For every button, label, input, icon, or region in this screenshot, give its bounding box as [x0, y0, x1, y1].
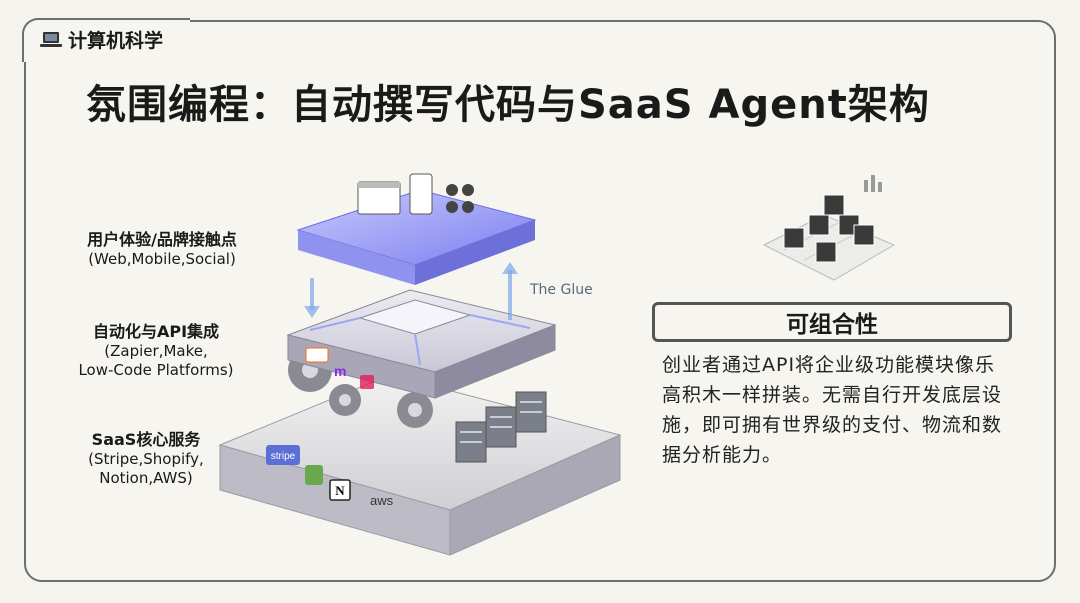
make-logo: m: [334, 363, 346, 379]
layer-detail-automation-1: (Zapier,Make,: [56, 342, 256, 361]
ux-layer: [298, 174, 535, 285]
glue-label: The Glue: [530, 282, 593, 298]
tab-label: 计算机科学: [40, 26, 163, 53]
feature-description: 创业者通过API将企业级功能模块像乐高积木一样拼装。无需自行开发底层设施，即可拥…: [662, 350, 1010, 470]
layer-detail-automation-2: Low-Code Platforms): [56, 361, 256, 380]
tab-label-text: 计算机科学: [68, 26, 163, 53]
stripe-logo: stripe: [266, 445, 300, 465]
laptop-icon: [40, 31, 62, 49]
layer-label-automation: 自动化与API集成 (Zapier,Make, Low-Code Platfor…: [56, 318, 256, 380]
layer-label-saas: SaaS核心服务 (Stripe,Shopify, Notion,AWS): [46, 426, 246, 488]
svg-text:aws: aws: [370, 493, 394, 508]
mobile-icon: [410, 174, 432, 214]
layer-label-ux: 用户体验/品牌接触点 (Web,Mobile,Social): [62, 226, 262, 269]
slack-logo: [360, 375, 374, 389]
svg-text:N: N: [335, 483, 345, 498]
feature-title: 可组合性: [652, 302, 1012, 342]
layer-name-ux: 用户体验/品牌接触点: [62, 226, 262, 250]
layer-name-automation: 自动化与API集成: [56, 318, 256, 342]
page-title: 氛围编程：自动撰写代码与SaaS Agent架构: [86, 72, 930, 130]
svg-text:m: m: [334, 363, 346, 379]
layer-detail-ux: (Web,Mobile,Social): [62, 250, 262, 269]
browser-icon: [358, 182, 400, 214]
notion-logo: N: [330, 480, 350, 500]
layer-detail-saas-1: (Stripe,Shopify,: [46, 450, 246, 469]
modular-blocks-illustration: [754, 170, 904, 290]
aws-logo: aws: [370, 493, 394, 508]
layer-detail-saas-2: Notion,AWS): [46, 469, 246, 488]
shopify-logo: [305, 465, 323, 485]
architecture-diagram: stripe N aws m: [210, 160, 650, 560]
layer-name-saas: SaaS核心服务: [46, 426, 246, 450]
zapier-logo: [306, 348, 328, 362]
svg-text:stripe: stripe: [271, 451, 296, 462]
